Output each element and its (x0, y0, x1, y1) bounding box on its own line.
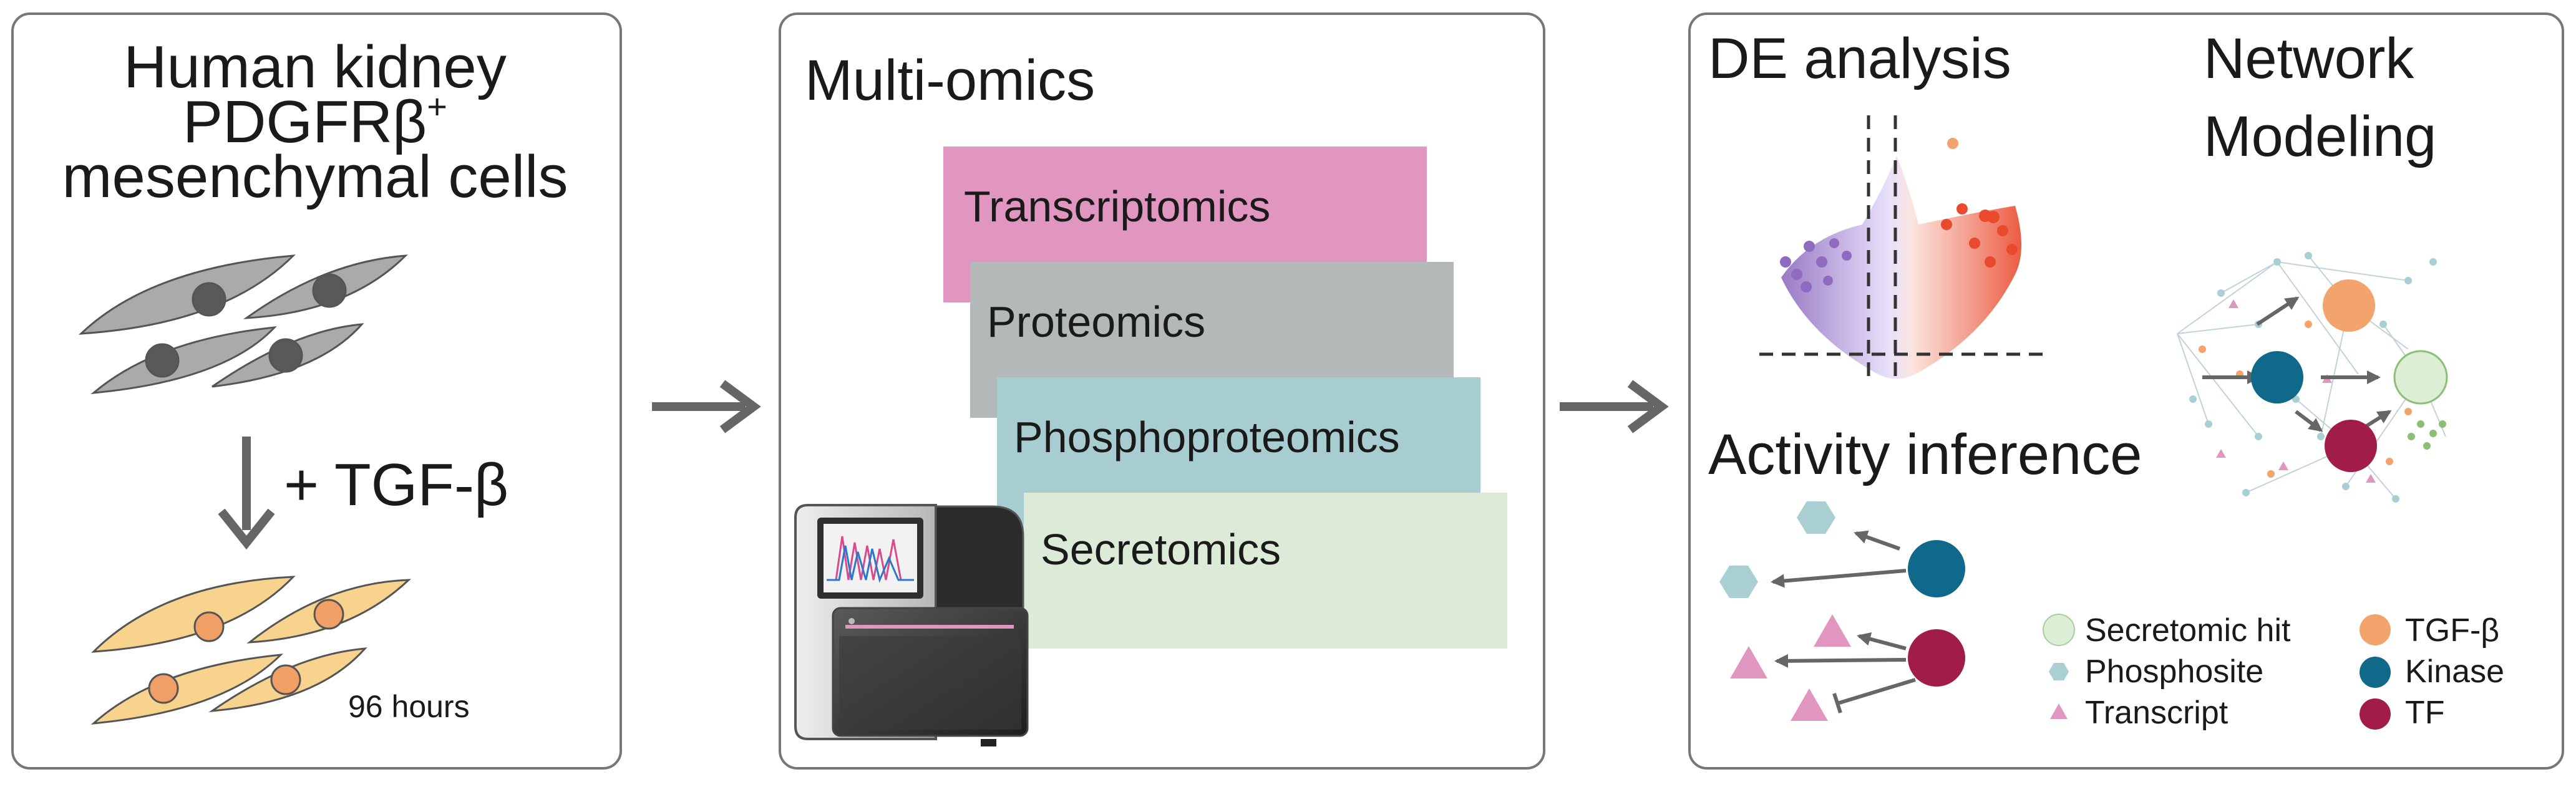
network-title-line1: Network (2204, 27, 2414, 90)
network-tf-node (2325, 420, 2377, 472)
legend: Secretomic hit Phosphosite Transcript TG… (2043, 612, 2504, 731)
legend-tf-label: TF (2405, 695, 2445, 731)
network-secreted-node (2393, 350, 2448, 405)
transcript-node (1814, 614, 1851, 647)
flow-arrow-1 (652, 380, 761, 433)
receptor-name: PDGFRβ (183, 89, 427, 155)
panel1-title-line1: Human kidney (124, 34, 507, 100)
treatment-label: + TGF-β (284, 451, 508, 518)
flow-arrow-2 (1560, 380, 1669, 433)
activity-inference-icon (1719, 501, 1965, 721)
network-icon (2177, 252, 2448, 503)
activity-title: Activity inference (1708, 423, 2142, 486)
mass-spectrometer-icon (794, 504, 1029, 746)
network-tgfb-node (2323, 279, 2375, 332)
legend-secretomic-hit-label: Secretomic hit (2085, 612, 2291, 649)
legend-transcript-icon (2050, 703, 2068, 719)
panel1-title-line3: mesenchymal cells (62, 143, 568, 210)
treated-cells (90, 576, 411, 725)
activity-tf-node (1908, 629, 1965, 687)
layer-secretomics-label: Secretomics (1041, 525, 1281, 574)
layer-phosphoproteomics-label: Phosphoproteomics (1014, 413, 1400, 461)
network-kinase-node (2251, 351, 2303, 403)
legend-kinase-label: Kinase (2405, 654, 2504, 690)
duration-label: 96 hours (348, 689, 470, 724)
receptor-superscript: + (427, 87, 447, 126)
legend-tgfb-icon (2360, 614, 2391, 645)
transcript-node (1730, 646, 1767, 678)
legend-kinase-icon (2360, 657, 2391, 688)
untreated-cells (78, 254, 408, 394)
phosphosite-node (1719, 566, 1758, 598)
legend-phosphosite-icon (2049, 663, 2069, 680)
legend-secretomic-hit-icon (2043, 614, 2075, 646)
phosphosite-node (1797, 501, 1835, 534)
transcript-node (1791, 688, 1828, 721)
omics-layers: Transcriptomics Proteomics Phosphoproteo… (943, 147, 1507, 649)
volcano-plot-icon (1759, 115, 2045, 380)
layer-proteomics-label: Proteomics (987, 297, 1205, 346)
layer-transcriptomics-label: Transcriptomics (964, 182, 1270, 231)
legend-tf-icon (2360, 698, 2391, 730)
panel-cells (11, 12, 622, 770)
panel1-title-line2: PDGFRβ+ (183, 87, 447, 155)
panel2-title: Multi-omics (805, 49, 1095, 112)
activity-kinase-node (1908, 540, 1965, 597)
legend-transcript-label: Transcript (2085, 695, 2228, 731)
network-title-line2: Modeling (2204, 105, 2436, 168)
legend-phosphosite-label: Phosphosite (2085, 654, 2263, 690)
de-title: DE analysis (1708, 27, 2011, 90)
layer-secretomics (1024, 493, 1507, 649)
legend-tgfb-label: TGF-β (2405, 612, 2499, 649)
